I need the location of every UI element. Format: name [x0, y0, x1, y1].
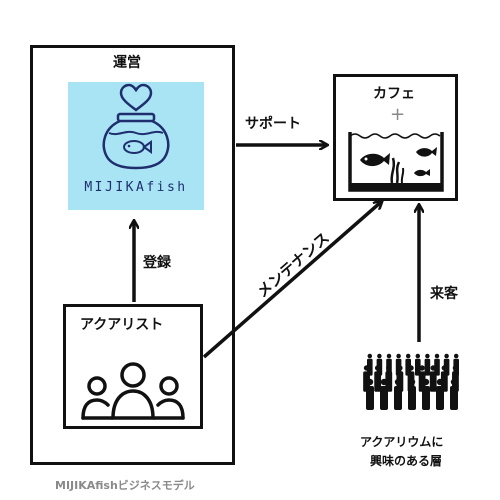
fishbowl-heart-icon: [102, 83, 170, 170]
person-silhouette: [415, 353, 421, 376]
person-silhouette: [424, 353, 431, 376]
people-group-icon: [81, 362, 185, 420]
crowd-label-line1: アクアリウムに: [360, 435, 444, 449]
arrow-visit-label: 来客: [430, 286, 458, 302]
person-silhouette: [374, 365, 382, 392]
person-silhouette: [436, 378, 444, 410]
mijikafish-logo: MIJIKAfish: [68, 82, 204, 210]
cafe-label: カフェ: [373, 86, 415, 102]
person-silhouette: [366, 378, 374, 410]
person-silhouette: [380, 378, 388, 410]
aquarist-label: アクアリスト: [80, 317, 164, 333]
person-silhouette: [450, 378, 458, 410]
logo-text: MIJIKAfish: [84, 180, 188, 195]
person-silhouette: [422, 378, 430, 410]
person-silhouette: [429, 365, 437, 392]
arrow-register-label: 登録: [143, 255, 171, 271]
footer-caption: MIJIKAfishビジネスモデル: [55, 479, 195, 492]
person-silhouette: [394, 378, 402, 410]
operations-label: 運営: [113, 55, 141, 71]
crowd-label-line2: 興味のある層: [370, 454, 443, 468]
person-silhouette: [405, 353, 411, 376]
person-silhouette: [408, 378, 416, 410]
plus-sign: +: [390, 104, 406, 125]
person-silhouette: [367, 353, 373, 376]
person-silhouette: [434, 353, 440, 376]
aquarium-tank-icon: [348, 132, 444, 192]
crowd-icon: [363, 353, 459, 410]
cafe-box: [333, 74, 458, 201]
arrow-maintenance: [202, 202, 381, 359]
arrow-support-label: サポート: [245, 116, 301, 132]
